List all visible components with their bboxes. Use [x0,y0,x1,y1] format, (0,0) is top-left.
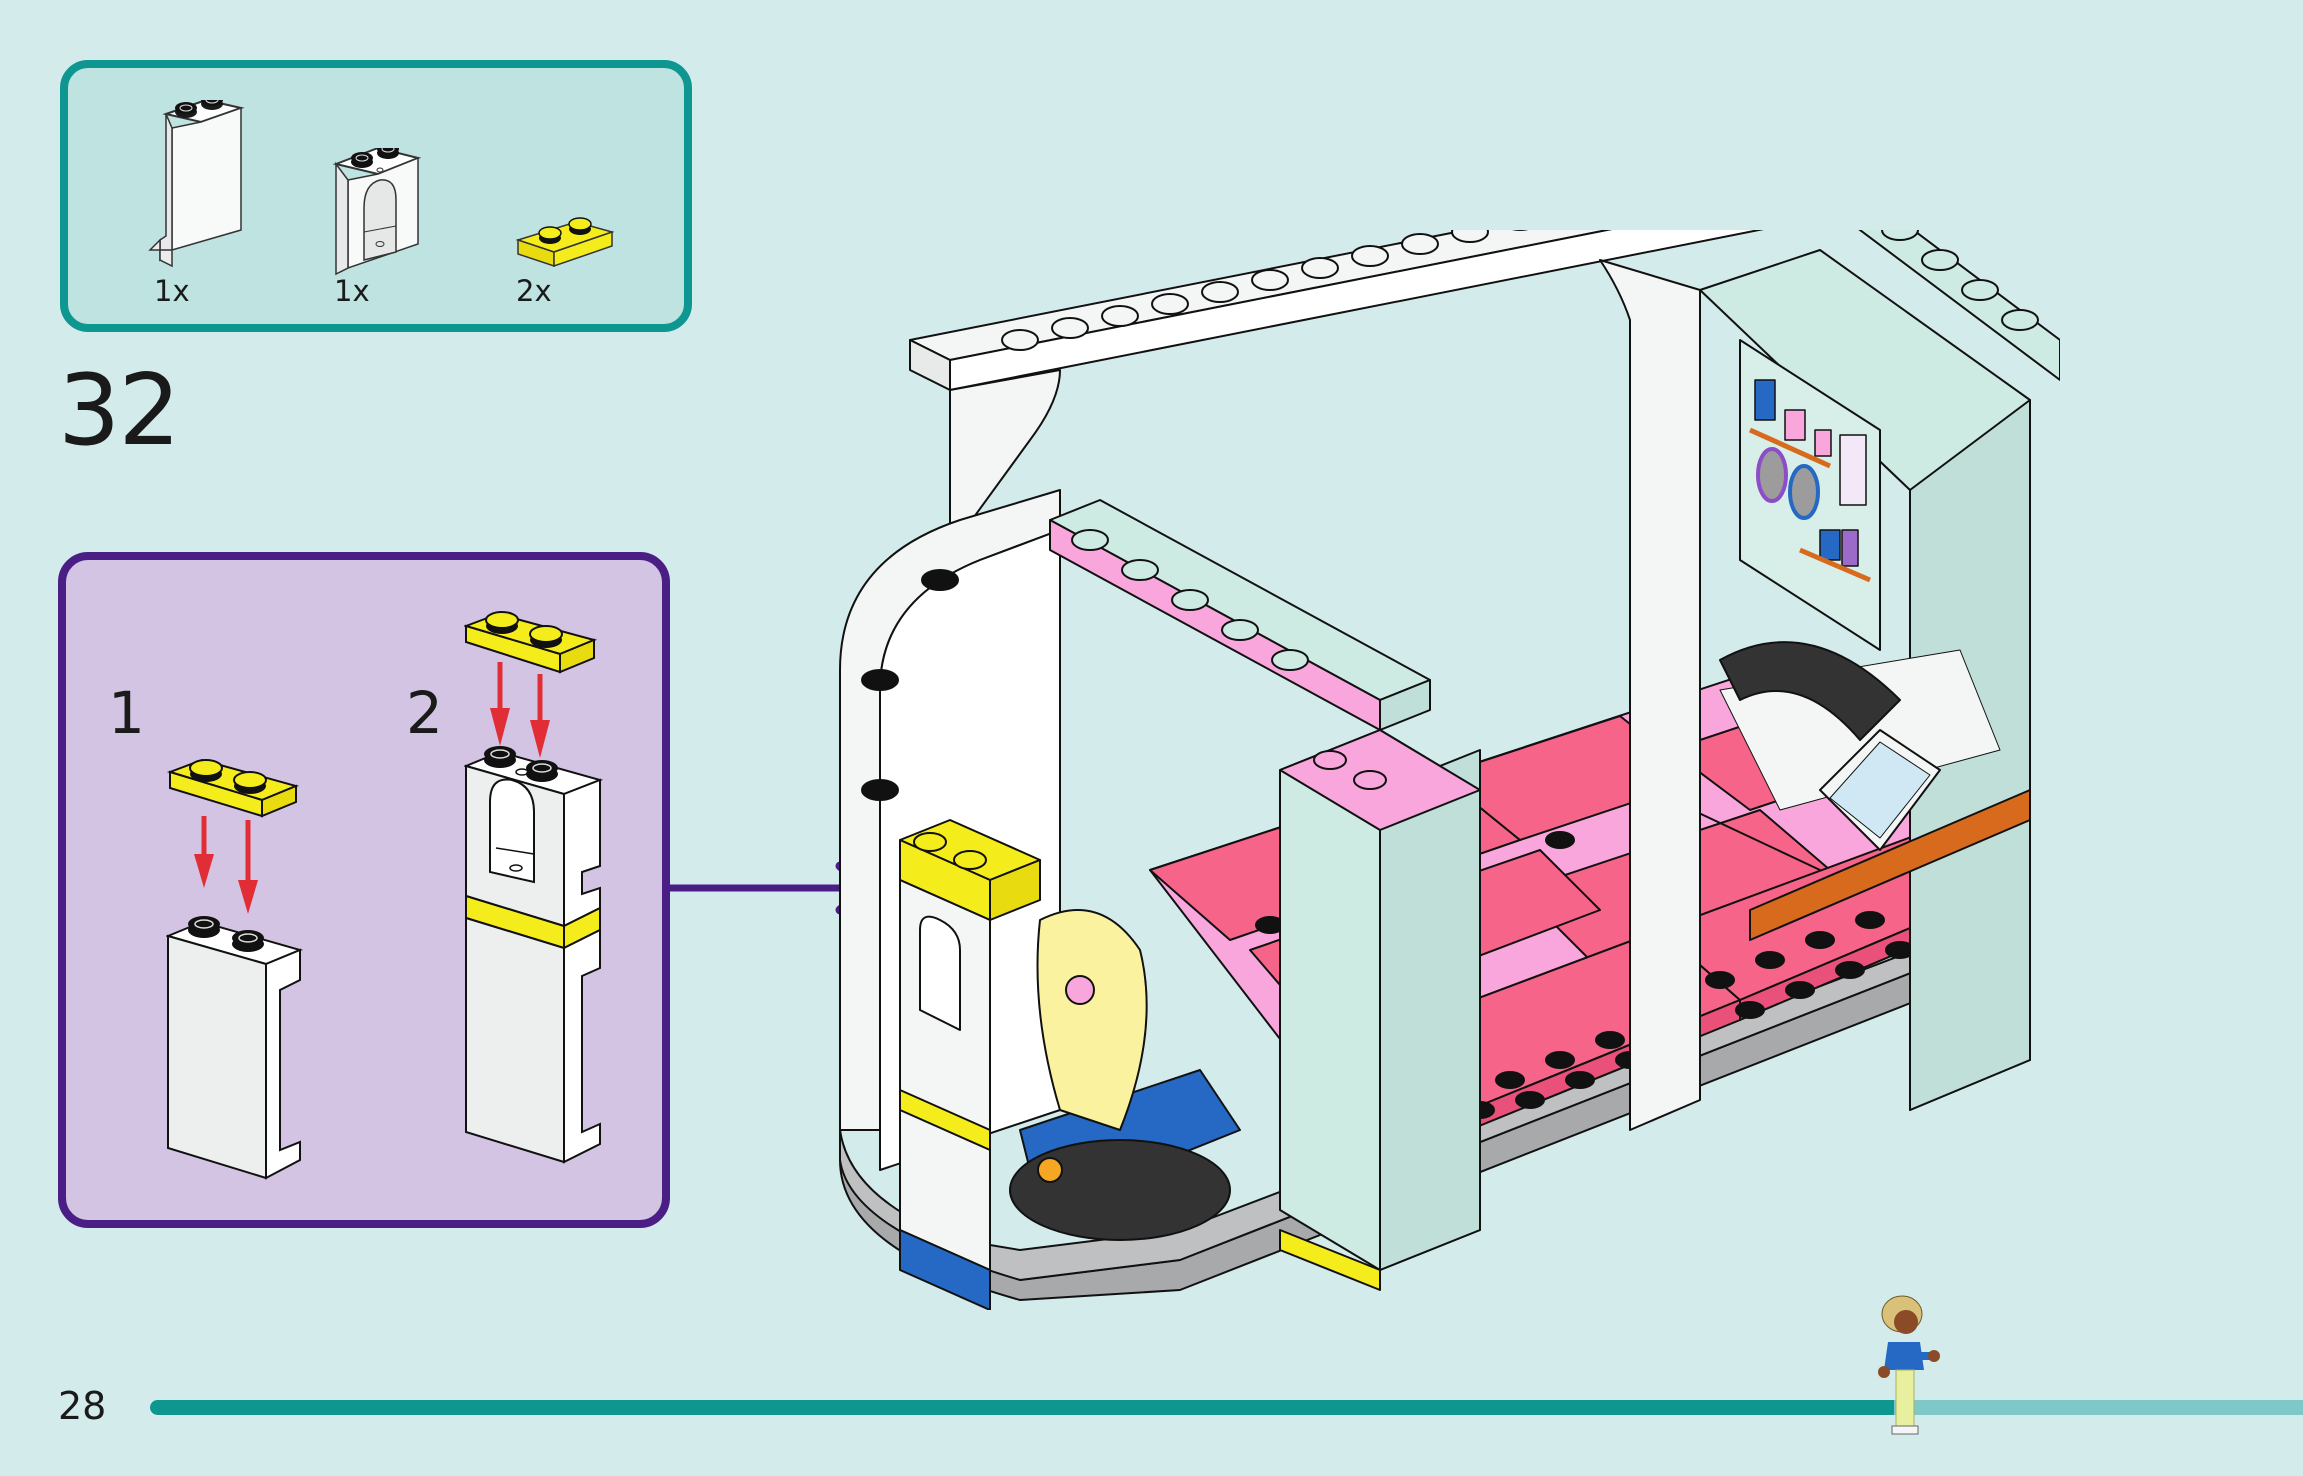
model-illustration [839,230,2060,1310]
middle-beam [1049,499,1431,731]
sub-step-1-illustration [166,758,304,1180]
part-quantity: 2x [516,274,552,308]
minifigure-progress-marker-icon [1878,1295,1940,1435]
sub-assembly-box: 1 2 [58,552,670,1228]
progress-bar [150,1400,2303,1415]
red-arrow-icon [490,662,550,758]
progress-bar-fill [150,1400,1894,1415]
red-arrow-icon [194,816,258,914]
salon-chair [1009,909,1241,1241]
part-white-panel [146,100,256,270]
sub-step-label: 1 [108,679,145,747]
part-quantity: 1x [154,274,190,308]
mint-pillar [1279,729,1481,1291]
page-number: 28 [58,1384,107,1428]
part-quantity: 1x [334,274,370,308]
parts-list-box: 1x 1x 2x [60,60,692,332]
sub-step-2-illustration [464,611,604,1164]
back-wall [1699,249,2031,1111]
top-beam [909,230,1765,1131]
part-window-panel [322,148,432,278]
step-number: 32 [58,354,181,468]
part-yellow-plate [514,210,614,280]
sub-step-label: 2 [406,679,443,747]
beam-studs [861,230,2039,870]
